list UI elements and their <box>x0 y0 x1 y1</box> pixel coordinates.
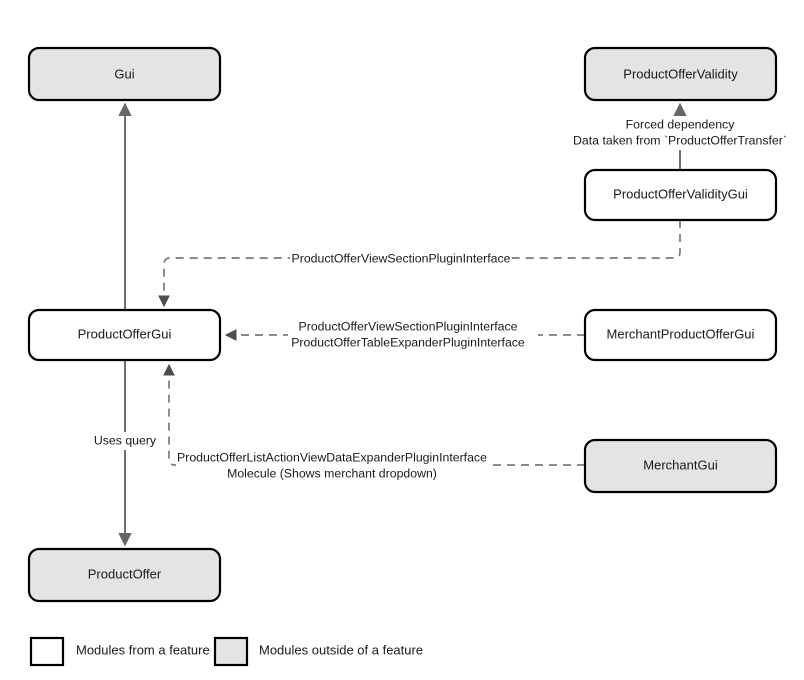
edge-label-forced-dependency-line1: Forced dependency <box>626 117 736 131</box>
node-label-product-offer: ProductOffer <box>88 566 162 581</box>
node-label-merchant-gui: MerchantGui <box>643 457 718 472</box>
legend-swatch-outside <box>213 636 249 667</box>
node-label-merchant-product-offer-gui: MerchantProductOfferGui <box>607 326 755 341</box>
edge-label-merchant-gui-line1: ProductOfferListActionViewDataExpanderPl… <box>177 450 487 464</box>
legend-label-feature: Modules from a feature <box>76 642 210 657</box>
legend-swatch-feature <box>29 636 65 667</box>
edge-merchant-gui-to-product-offer-gui: ProductOfferListActionViewDataExpanderPl… <box>163 363 585 483</box>
edge-product-offer-validity-gui-to-product-offer-gui: ProductOfferViewSectionPluginInterface <box>158 220 681 308</box>
node-label-product-offer-gui: ProductOfferGui <box>78 326 172 341</box>
legend: Modules from a feature Modules outside o… <box>29 636 423 667</box>
edge-label-product-offer-view-section-plugin-interface: ProductOfferViewSectionPluginInterface <box>292 251 511 265</box>
node-product-offer-validity-gui[interactable]: ProductOfferValidityGui <box>583 168 778 222</box>
node-product-offer[interactable]: ProductOffer <box>27 547 222 603</box>
node-product-offer-gui[interactable]: ProductOfferGui <box>27 308 222 362</box>
edge-label-merchant-product-offer-line2: ProductOfferTableExpanderPluginInterface <box>291 335 525 349</box>
edge-label-merchant-product-offer-line1: ProductOfferViewSectionPluginInterface <box>299 319 518 333</box>
node-merchant-product-offer-gui[interactable]: MerchantProductOfferGui <box>583 308 778 362</box>
node-label-product-offer-validity-gui: ProductOfferValidityGui <box>613 186 748 201</box>
edge-label-forced-dependency-line2: Data taken from `ProductOfferTransfer` <box>573 133 787 147</box>
edge-label-merchant-gui-line2: Molecule (Shows merchant dropdown) <box>227 466 437 480</box>
node-gui[interactable]: Gui <box>27 46 222 102</box>
legend-item-feature: Modules from a feature <box>29 636 210 667</box>
node-merchant-gui[interactable]: MerchantGui <box>583 438 778 494</box>
node-label-gui: Gui <box>114 66 134 81</box>
node-label-product-offer-validity: ProductOfferValidity <box>623 66 738 81</box>
legend-item-outside: Modules outside of a feature <box>213 636 423 667</box>
edge-product-offer-gui-to-product-offer: Uses query <box>86 360 164 547</box>
edge-label-uses-query: Uses query <box>94 433 157 447</box>
legend-label-outside: Modules outside of a feature <box>259 642 423 657</box>
edge-product-offer-validity-gui-to-product-offer-validity: Forced dependency Data taken from `Produ… <box>545 102 804 170</box>
node-product-offer-validity[interactable]: ProductOfferValidity <box>583 46 778 102</box>
edge-merchant-product-offer-gui-to-product-offer-gui: ProductOfferViewSectionPluginInterface P… <box>224 317 585 353</box>
